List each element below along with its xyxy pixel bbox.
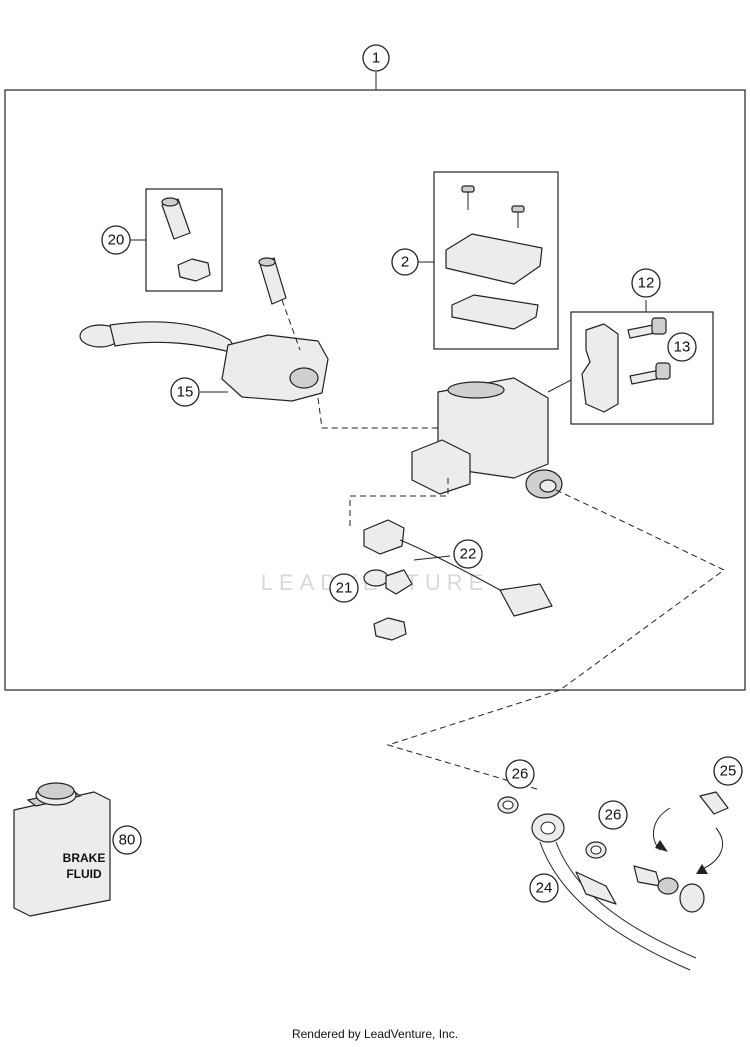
svg-text:2: 2 (401, 254, 409, 271)
banjo-bolt (633, 865, 705, 913)
rotation-arrows (652, 807, 723, 874)
part-2-box (433, 171, 559, 350)
assembly-frame (4, 89, 746, 691)
svg-text:12: 12 (638, 275, 655, 292)
callout-21: 21 (329, 573, 359, 603)
callout-26-left: 26 (505, 759, 535, 789)
callout-25: 25 (713, 756, 743, 786)
brake-fluid-can (13, 782, 111, 917)
callout-22: 22 (453, 539, 483, 569)
part-2-cover (445, 233, 543, 285)
callout-1: 1 (362, 44, 390, 72)
svg-text:15: 15 (177, 384, 194, 401)
part-22-switch-cable (363, 519, 553, 617)
svg-text:22: 22 (460, 546, 477, 563)
svg-text:21: 21 (336, 580, 353, 597)
part-21-nut-washer (363, 569, 413, 641)
callout-24: 24 (529, 873, 559, 903)
callout-80: 80 (112, 825, 142, 855)
part-15-pin (258, 257, 287, 305)
part-15-lever (79, 321, 329, 402)
callout-2: 2 (391, 248, 419, 276)
svg-text:20: 20 (108, 232, 125, 249)
svg-text:26: 26 (605, 807, 622, 824)
can-label-line2: FLUID (66, 867, 102, 881)
callout-13: 13 (667, 332, 697, 362)
part-12-box (570, 311, 714, 425)
part-26-washer-left (497, 796, 519, 814)
part-12-clamp (581, 323, 619, 413)
part-25-bleeder (699, 791, 729, 815)
part-20-sleeve (161, 197, 191, 240)
callout-12: 12 (631, 268, 661, 298)
svg-text:26: 26 (512, 766, 529, 783)
part-20-nut (177, 258, 211, 282)
callout-20: 20 (101, 225, 131, 255)
svg-text:25: 25 (720, 763, 737, 780)
callout-26-right: 26 (598, 800, 628, 830)
master-cylinder-body (411, 377, 563, 499)
can-label-line1: BRAKE (63, 851, 106, 865)
footer-credit: Rendered by LeadVenture, Inc. (291, 1027, 459, 1041)
part-2-gasket (451, 294, 539, 330)
svg-text:24: 24 (536, 880, 553, 897)
svg-text:13: 13 (674, 339, 691, 356)
part-2-screws (461, 185, 525, 228)
part-26-washer-right (585, 841, 607, 859)
part-13-bolts (627, 317, 671, 385)
svg-text:1: 1 (372, 50, 380, 67)
part-24-hose (531, 813, 697, 971)
callout-15: 15 (170, 377, 200, 407)
svg-text:80: 80 (119, 832, 136, 849)
